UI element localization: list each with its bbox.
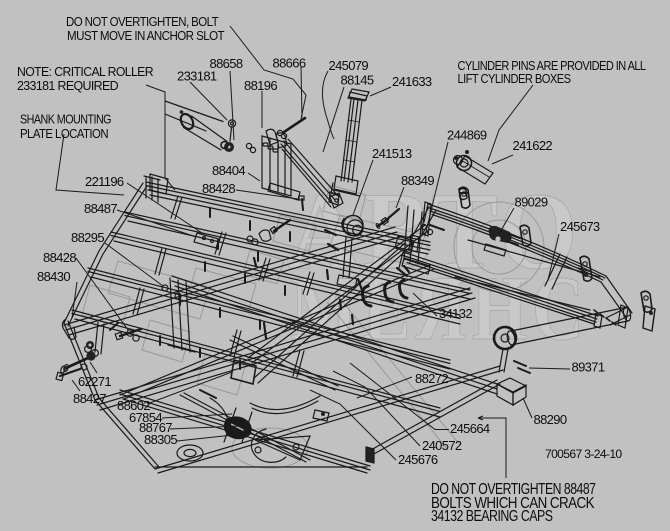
svg-text:245079: 245079 <box>329 58 369 73</box>
svg-text:88428: 88428 <box>202 181 235 196</box>
svg-text:88404: 88404 <box>212 163 245 178</box>
svg-text:67854: 67854 <box>129 410 162 425</box>
svg-text:88658: 88658 <box>210 56 243 71</box>
svg-text:245673: 245673 <box>560 219 600 234</box>
svg-text:88295: 88295 <box>71 230 104 245</box>
svg-text:700567 3-24-10: 700567 3-24-10 <box>545 447 622 461</box>
svg-text:88305: 88305 <box>144 432 177 447</box>
svg-text:88427: 88427 <box>73 391 106 406</box>
svg-text:241622: 241622 <box>513 138 553 153</box>
svg-text:245664: 245664 <box>450 421 490 436</box>
svg-text:88487: 88487 <box>84 201 117 216</box>
svg-text:233181 REQUIRED: 233181 REQUIRED <box>17 78 118 93</box>
svg-text:88349: 88349 <box>401 173 434 188</box>
svg-text:88145: 88145 <box>341 73 374 88</box>
svg-text:MUST MOVE IN ANCHOR SLOT: MUST MOVE IN ANCHOR SLOT <box>67 28 225 43</box>
svg-text:NOTE: CRITICAL ROLLER: NOTE: CRITICAL ROLLER <box>17 64 153 79</box>
svg-text:88430: 88430 <box>37 269 70 284</box>
svg-text:88666: 88666 <box>273 56 306 71</box>
svg-text:241513: 241513 <box>372 146 412 161</box>
svg-text:34132 BEARING CAPS: 34132 BEARING CAPS <box>431 508 553 525</box>
svg-text:BOLTS WHICH CAN CRACK: BOLTS WHICH CAN CRACK <box>431 495 595 512</box>
svg-text:88602: 88602 <box>117 398 150 413</box>
svg-text:245676: 245676 <box>398 452 438 467</box>
svg-text:88290: 88290 <box>534 412 567 427</box>
svg-text:DO NOT OVERTIGHTEN, BOLT: DO NOT OVERTIGHTEN, BOLT <box>66 14 219 29</box>
svg-text:240572: 240572 <box>422 438 462 453</box>
svg-text:DO NOT OVERTIGHTEN 88487: DO NOT OVERTIGHTEN 88487 <box>431 481 596 498</box>
svg-text:88196: 88196 <box>244 78 277 93</box>
svg-text:CYLINDER PINS ARE PROVIDED IN: CYLINDER PINS ARE PROVIDED IN ALL <box>458 58 646 73</box>
svg-text:88767: 88767 <box>139 420 172 435</box>
svg-text:SHANK MOUNTING: SHANK MOUNTING <box>20 112 111 127</box>
svg-text:LIFT CYLINDER BOXES: LIFT CYLINDER BOXES <box>458 71 572 86</box>
svg-text:89371: 89371 <box>572 360 605 375</box>
svg-text:88272: 88272 <box>415 371 448 386</box>
svg-text:221196: 221196 <box>85 174 124 189</box>
svg-text:62271: 62271 <box>78 374 111 389</box>
svg-text:PLATE LOCATION: PLATE LOCATION <box>20 126 108 141</box>
svg-text:241633: 241633 <box>392 74 432 89</box>
svg-text:89029: 89029 <box>515 195 548 210</box>
svg-text:233181: 233181 <box>177 69 217 84</box>
svg-text:34132: 34132 <box>439 306 472 321</box>
svg-text:88428: 88428 <box>43 250 76 265</box>
svg-text:244869: 244869 <box>447 128 487 143</box>
